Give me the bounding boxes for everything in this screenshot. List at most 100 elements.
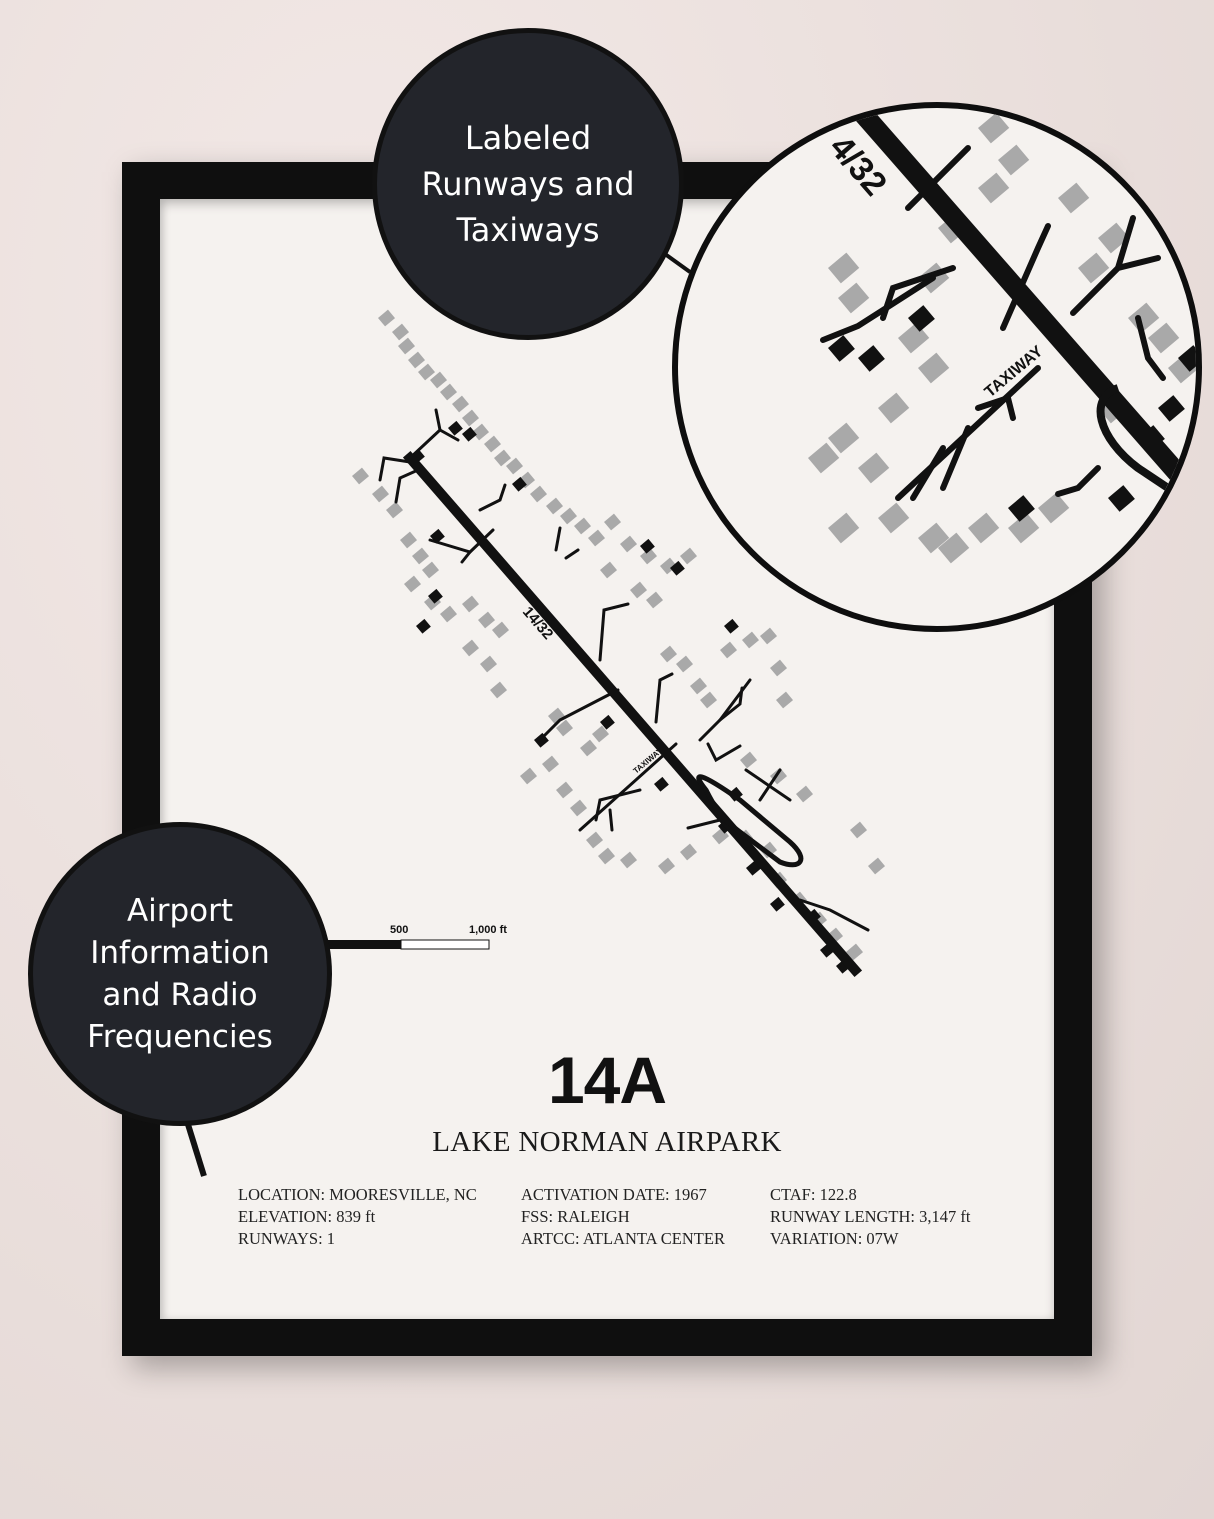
scale-mid-label: 500 [390,924,409,936]
zoom-building-black [1108,485,1135,512]
building-black [512,476,527,492]
building-gray [619,851,638,869]
scale-end-label: 1,000 ft [469,924,507,936]
zoom-building-gray [828,422,860,454]
zoom-building-black [1178,345,1196,372]
building-black [448,420,463,436]
building-gray [440,383,458,401]
zoom-building-gray [938,532,970,564]
building-gray [845,943,864,961]
zoom-building-black [858,345,885,372]
building-gray [646,591,664,609]
building-gray [417,363,436,381]
building-gray [585,831,604,849]
zoom-building-gray [968,512,1000,544]
callout-connector-left [183,1117,207,1177]
zoom-building-gray [808,442,840,474]
building-black [769,896,785,912]
building-gray [776,691,794,709]
building-gray [867,857,886,875]
building-gray [560,507,578,525]
callout-line: Taxiways [456,211,600,249]
building-gray [404,575,422,593]
info-runways: RUNWAYS: 1 [238,1229,336,1248]
building-gray [588,529,606,547]
building-gray [849,821,868,839]
zoom-building-gray [878,502,910,534]
zoom-runway [850,108,1196,510]
building-black [416,618,431,634]
building-gray [556,719,574,737]
zoom-building-gray [978,112,1010,144]
callout-runways-taxiways: Labeled Runways and Taxiways [372,28,684,340]
callout-line: Information [90,935,270,971]
zoom-building-gray [1008,512,1040,544]
zoom-building-gray [1058,592,1090,624]
zoom-building-gray [898,322,930,354]
zoom-building-gray [1098,222,1130,254]
building-gray [462,409,480,427]
zoom-building-gray [918,352,950,384]
callout-airport-info: Airport Information and Radio Frequencie… [28,822,332,1126]
airport-code: 14A [547,1043,667,1117]
building-gray [386,501,404,519]
building-gray [598,847,616,865]
building-gray [352,467,370,485]
building-gray [769,659,788,677]
zoom-building-black [828,335,855,362]
building-gray [542,755,560,773]
zoom-building-gray [1118,592,1150,624]
building-gray [392,323,410,341]
building-gray [699,691,718,709]
building-gray [484,435,502,453]
info-artcc: ARTCC: ATLANTA CENTER [521,1229,725,1248]
callout-line: Frequencies [87,1019,273,1055]
building-gray [412,547,430,565]
building-gray [580,739,598,757]
building-gray [740,751,758,769]
building-gray [660,557,678,575]
runway-14-32 [402,450,863,978]
building-gray [480,655,498,673]
zoom-building-black [1008,495,1035,522]
building-gray [462,639,480,657]
building-gray [657,857,676,875]
zoom-building-gray [1148,322,1180,354]
info-column-1: LOCATION: MOORESVILLE, NC ELEVATION: 839… [238,1184,477,1250]
info-ctaf: CTAF: 122.8 [770,1185,857,1204]
building-gray [640,547,658,565]
building-gray [742,631,760,649]
building-gray [545,497,564,515]
building-gray [462,595,480,613]
building-gray [760,627,778,645]
zoom-building-gray [858,452,890,484]
building-gray [440,605,458,623]
building-gray [659,645,678,663]
building-gray [398,337,416,355]
zoom-building-gray [838,282,870,314]
building-gray [494,449,512,467]
building-gray [489,681,508,699]
zoom-building-gray [1078,252,1110,284]
building-gray [422,561,440,579]
zoom-building-black [1158,395,1185,422]
building-gray [491,621,510,639]
building-gray [796,785,814,803]
zoom-building-gray [877,392,910,424]
zoom-building-gray [1148,562,1180,594]
scale-bar [313,939,490,950]
zoom-building-gray [1058,182,1090,214]
taxiways [378,408,870,932]
building-gray [600,561,618,579]
building-gray [471,423,490,441]
building-gray [630,581,648,599]
info-column-3: CTAF: 122.8 RUNWAY LENGTH: 3,147 ft VARI… [770,1184,970,1250]
building-gray [573,517,592,535]
building-gray [452,395,470,413]
zoom-building-gray [1128,302,1160,334]
building-gray [408,351,426,369]
building-black [600,714,615,730]
building-gray [430,371,448,389]
zoom-building-gray [998,144,1030,176]
